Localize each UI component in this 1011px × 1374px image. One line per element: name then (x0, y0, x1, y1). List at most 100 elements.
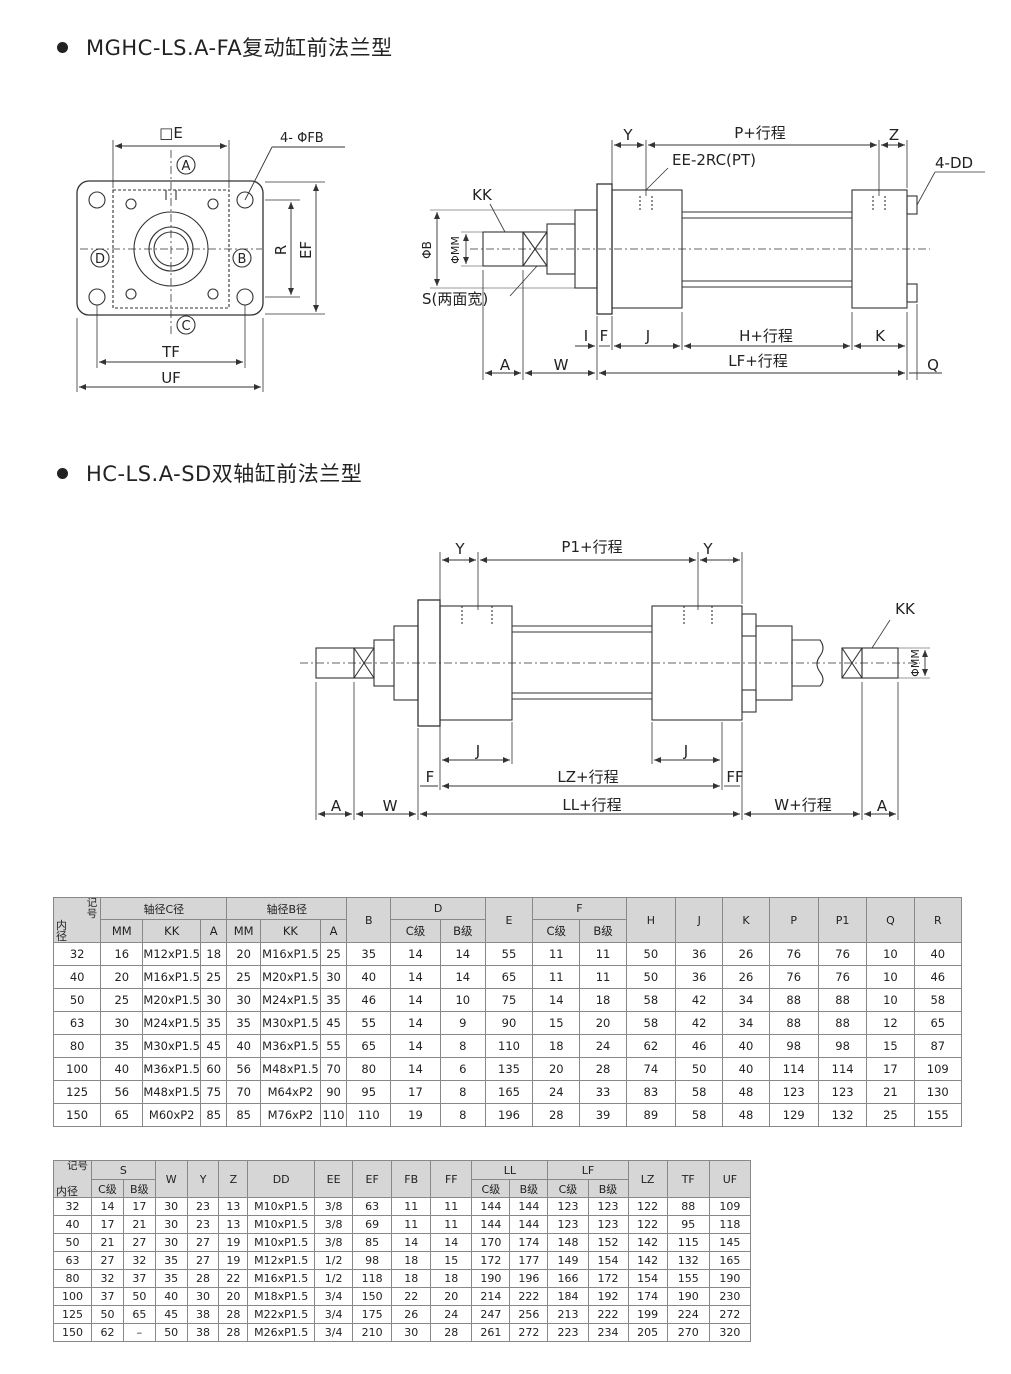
table-cell: 18 (200, 942, 228, 966)
table-cell: 196 (484, 1103, 534, 1127)
table-cell: 24 (579, 1034, 627, 1058)
table2-header-lf: LF (547, 1160, 629, 1180)
table-cell: 76 (768, 965, 819, 989)
table-cell: 32 (52, 942, 102, 966)
label-ee: EE-2RC(PT) (672, 151, 756, 169)
table-cell: 27 (186, 1233, 220, 1252)
table-cell: 70 (226, 1080, 261, 1104)
table1-header-group-b: 轴径B径 (226, 897, 348, 920)
table-cell: 122 (627, 1197, 668, 1216)
table-cell: 14 (390, 942, 441, 966)
table-cell: 17 (122, 1197, 156, 1216)
table-cell: 14 (532, 988, 581, 1012)
table-cell: 40 (722, 1034, 770, 1058)
table-cell: 89 (625, 1103, 677, 1127)
section-heading-1: MGHC-LS.A-FA复动缸前法兰型 (57, 32, 393, 62)
table-cell: 114 (768, 1057, 819, 1081)
label-z: Z (889, 126, 899, 144)
table-cell: 88 (768, 1011, 819, 1035)
table2-corner-cell: 记号 内径 (52, 1160, 93, 1198)
table-cell: 150 (352, 1287, 393, 1306)
table-cell: 17 (866, 1057, 915, 1081)
table-cell: 152 (587, 1233, 629, 1252)
table2-header-ef: EF (352, 1160, 393, 1198)
label-circle-b: B (238, 252, 247, 267)
table1-corner-bottom: 内 径 (56, 919, 67, 943)
table-cell: 58 (675, 1080, 724, 1104)
table-cell: 69 (352, 1215, 393, 1234)
table-cell: 40 (226, 1034, 261, 1058)
label-w-stroke: W+行程 (774, 796, 831, 814)
table-cell: 175 (352, 1305, 393, 1324)
table-cell: 28 (186, 1269, 220, 1288)
table-cell: 65 (346, 1034, 392, 1058)
table-cell: 58 (625, 988, 677, 1012)
table-cell: 20 (100, 965, 144, 989)
label-kk: KK (472, 186, 493, 204)
table-cell: 88 (666, 1197, 710, 1216)
table-cell: 10 (866, 988, 915, 1012)
table-cell: 155 (913, 1103, 963, 1127)
table-cell: 11 (430, 1215, 473, 1234)
table-cell: 154 (587, 1251, 629, 1270)
label-lz: LZ+行程 (557, 768, 618, 786)
label-y-right: Y (702, 540, 713, 558)
table-cell: 46 (675, 1034, 724, 1058)
table-cell: 110 (484, 1034, 534, 1058)
table-cell: 27 (91, 1251, 124, 1270)
table-cell: 28 (218, 1305, 249, 1324)
table-cell: 142 (627, 1233, 668, 1252)
table-cell: 25 (866, 1103, 915, 1127)
table-cell: 14 (390, 965, 441, 989)
table-cell: 40 (346, 965, 392, 989)
label-h: H+行程 (739, 327, 793, 345)
table-cell: 60 (200, 1057, 228, 1081)
table-cell: 21 (866, 1080, 915, 1104)
table-cell: 80 (346, 1057, 392, 1081)
table-cell: 50 (91, 1305, 124, 1324)
front-view-drawing (76, 140, 345, 392)
table-cell: 76 (817, 942, 868, 966)
table-cell: 21 (91, 1233, 124, 1252)
label-y: Y (622, 126, 633, 144)
table1-subheader-cell: KK (142, 919, 202, 943)
label-phimm-2: ΦMM (909, 649, 922, 677)
table-cell: 40 (722, 1057, 770, 1081)
table1-subheader-cell: B级 (579, 919, 627, 943)
label-j-left: J (475, 742, 480, 760)
table-cell: 18 (579, 988, 627, 1012)
table-cell: 1/2 (314, 1269, 354, 1288)
label-tf: TF (161, 343, 180, 361)
table-cell: 23 (186, 1215, 220, 1234)
table-cell: 45 (154, 1305, 188, 1324)
table-cell: 14 (390, 1057, 441, 1081)
table-cell: 98 (768, 1034, 819, 1058)
spec-table-2: 记号 内径 S W Y Z DD EE EF FB FF LL LF LZ TF… (52, 1160, 752, 1342)
table-cell: 38 (186, 1305, 220, 1324)
table1-header-p: P (768, 897, 819, 943)
table-cell: 22 (218, 1269, 249, 1288)
table-cell: 50 (154, 1323, 188, 1342)
table-cell: 80 (52, 1269, 93, 1288)
table2-subheader-cell: C级 (471, 1179, 511, 1198)
table-cell: M24xP1.5 (260, 988, 321, 1012)
label-r: R (272, 245, 290, 255)
table-cell: 83 (625, 1080, 677, 1104)
table-cell: 14 (390, 1011, 441, 1035)
table-cell: 190 (708, 1269, 752, 1288)
label-kk-2: KK (895, 600, 916, 618)
table-cell: 85 (226, 1103, 261, 1127)
table1-header-e: E (484, 897, 534, 943)
table-cell: 123 (768, 1080, 819, 1104)
side-view-drawing (430, 140, 985, 380)
table-cell: 3/4 (314, 1305, 354, 1324)
table-cell: 88 (768, 988, 819, 1012)
table1-subheader-cell: C级 (390, 919, 441, 943)
label-circle-c: C (181, 319, 190, 334)
table-cell: 38 (186, 1323, 220, 1342)
label-circle-a: A (182, 159, 191, 174)
table-cell: 135 (484, 1057, 534, 1081)
